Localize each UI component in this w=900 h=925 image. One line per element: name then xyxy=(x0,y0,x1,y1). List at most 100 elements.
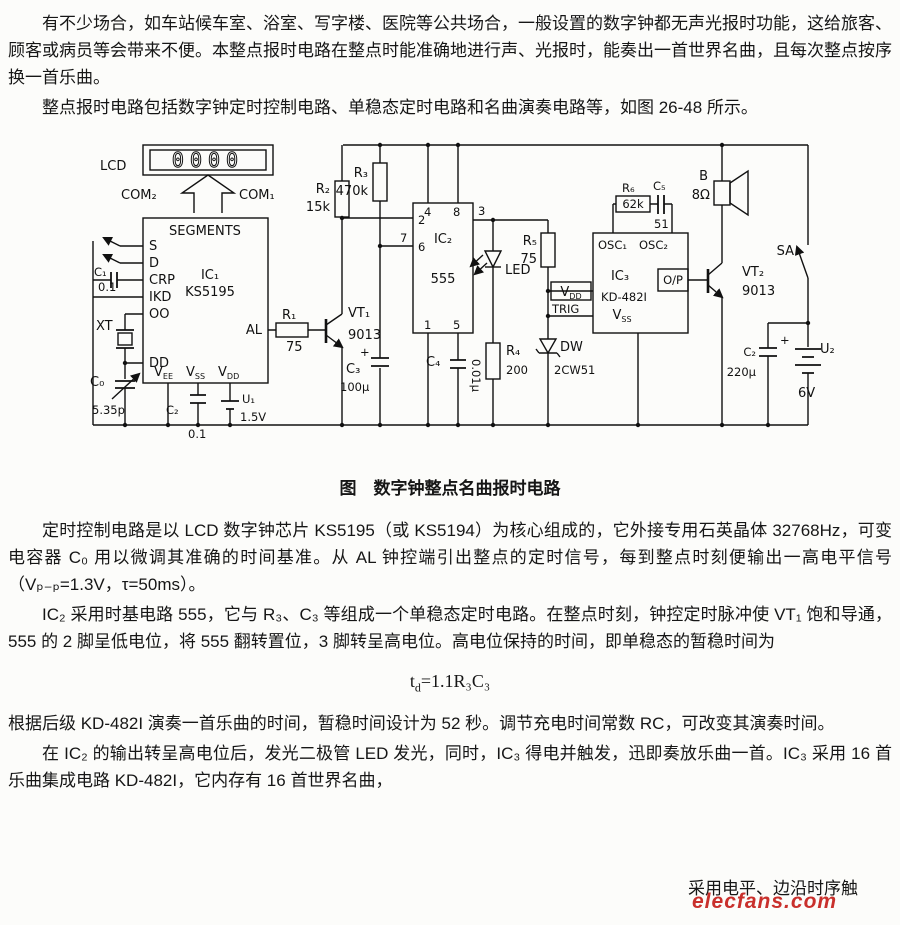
r3-value: 470k xyxy=(336,184,369,199)
switch-d-blade xyxy=(102,254,121,264)
paragraph-6: 在 IC₂ 的输出转呈高电位后，发光二极管 LED 发光，同时，IC₃ 得电并触… xyxy=(8,743,892,790)
sa-label: SA xyxy=(777,244,794,259)
pin-vss: VSS xyxy=(186,365,205,381)
ic1-name: IC₁ xyxy=(201,268,219,283)
ic2-pin5: 5 xyxy=(453,318,460,332)
r1-value: 75 xyxy=(286,340,303,355)
arrows xyxy=(102,237,809,400)
c1-label: C₁ xyxy=(94,265,107,279)
circuit-wires xyxy=(92,144,809,426)
dw-part: 2CW51 xyxy=(554,363,595,377)
com2-label: COM₂ xyxy=(121,188,157,203)
c3-label: C₃ xyxy=(346,362,360,377)
junction-dots xyxy=(122,142,811,428)
u1-label: U₁ xyxy=(242,392,255,406)
crystal-xt xyxy=(117,332,133,346)
led-ray-1 xyxy=(469,254,484,268)
pin-al: AL xyxy=(246,323,263,338)
ic3-op-pin: O/P xyxy=(663,273,683,287)
resistor-r6 xyxy=(615,195,651,213)
c2b-value: 220μ xyxy=(727,365,757,379)
lcd-label: LCD xyxy=(100,159,126,174)
lcd-display-inner xyxy=(149,149,267,171)
pin-s: S xyxy=(149,239,157,254)
ic2-pin4: 4 xyxy=(424,205,431,219)
c0-trim-arrow xyxy=(111,372,141,400)
ic2-name: IC₂ xyxy=(434,232,452,247)
c2a-label: C₂ xyxy=(166,403,179,417)
segments-label: SEGMENTS xyxy=(169,224,241,239)
ic1-part: KS5195 xyxy=(185,285,235,300)
pin-crp: CRP xyxy=(149,273,175,288)
c0-label: C₀ xyxy=(90,375,104,390)
ic3-vss-pin: VSS xyxy=(612,308,631,324)
r2-label: R₂ xyxy=(316,182,330,197)
speaker-label: B xyxy=(699,169,708,184)
formula-base: t xyxy=(409,671,415,691)
speaker-icon xyxy=(713,180,731,206)
c1-value: 0.1 xyxy=(98,280,116,294)
switch-sa-blade xyxy=(794,245,809,279)
vt2-emitter xyxy=(707,284,724,299)
pin-vee: VEE xyxy=(154,365,173,381)
lcd-connector-arrow xyxy=(179,174,237,213)
c5-value: 51 xyxy=(654,217,669,231)
c0-value: 5.35p xyxy=(92,403,125,417)
ic3-name: IC₃ xyxy=(611,269,629,284)
ic2-part: 555 xyxy=(431,272,456,287)
overlapping-scan-text: 采用电平、边沿时序触 xyxy=(688,879,858,898)
r1-label: R₁ xyxy=(282,308,296,323)
pin-d: D xyxy=(149,256,159,271)
led-label: LED xyxy=(505,263,530,278)
c3-value: 100μ xyxy=(340,380,370,394)
paragraph-1: 有不少场合，如车站候车室、浴室、写字楼、医院等公共场合，一般设置的数字钟都无声光… xyxy=(8,14,892,87)
xt-label: XT xyxy=(96,319,113,334)
ic2-pin1: 1 xyxy=(424,318,431,332)
switch-s-blade xyxy=(102,237,121,247)
pin-vdd: VDD xyxy=(218,365,239,381)
zener-bar xyxy=(535,348,561,358)
dw-label: DW xyxy=(560,340,583,355)
ic1-chip xyxy=(142,217,269,384)
ic2-pin2: 2 xyxy=(418,213,425,227)
paragraph-5: 根据后级 KD-482I 演奏一首乐曲的时间，暂稳时间设计为 52 秒。调节充电… xyxy=(8,713,835,733)
paragraph-4: IC₂ 采用时基电路 555，它与 R₃、C₃ 等组成一个单稳态定时电路。在整点… xyxy=(8,605,892,651)
plates xyxy=(110,195,821,410)
op-pin-box xyxy=(657,268,689,292)
ic3-trig-pin: TRIG xyxy=(551,302,579,316)
resistor-r3 xyxy=(372,162,388,202)
r4-label: R₄ xyxy=(506,344,520,359)
paragraph-2: 整点报时电路包括数字钟定时控制电路、单稳态定时电路和名曲演奏电路等，如图 26-… xyxy=(42,98,758,117)
u2-value: 6V xyxy=(798,386,815,401)
pin-ikd: IKD xyxy=(149,290,171,305)
c4-value: 0.01μ xyxy=(469,359,483,393)
c3-plus: + xyxy=(360,345,370,359)
vt1-emitter xyxy=(325,334,344,349)
led-icon xyxy=(483,250,503,269)
formula: td=1.1R₃C₃ xyxy=(8,671,892,696)
circuit-figure: LCD 0000 COM₂ COM₁ SEGMENTS S D CRP IKD … xyxy=(8,133,892,468)
resistor-r4 xyxy=(485,342,501,380)
vt1-part: 9013 xyxy=(348,328,381,343)
resistor-r5 xyxy=(540,232,556,268)
u1-value: 1.5V xyxy=(240,410,266,424)
u2-label: U₂ xyxy=(820,342,835,357)
zener-dw-icon xyxy=(538,338,558,355)
circuit-diagram: LCD 0000 COM₂ COM₁ SEGMENTS S D CRP IKD … xyxy=(90,142,835,441)
led-ray-2 xyxy=(473,262,488,276)
ic2-pin8: 8 xyxy=(453,205,460,219)
ic3-osc1: OSC₁ xyxy=(598,238,627,252)
com1-label: COM₁ xyxy=(239,188,275,203)
r6-label: R₆ xyxy=(622,181,635,195)
page: 有不少场合，如车站候车室、浴室、写字楼、医院等公共场合，一般设置的数字钟都无声光… xyxy=(8,14,892,790)
pin-dd: DD xyxy=(149,356,169,371)
formula-rest: =1.1R₃C₃ xyxy=(420,671,491,691)
ic2-pin6: 6 xyxy=(418,240,425,254)
vt2-label: VT₂ xyxy=(742,265,764,280)
r4-value: 200 xyxy=(506,363,528,377)
lcd-digits: 0000 xyxy=(172,148,244,172)
ic2-chip xyxy=(412,202,474,334)
speaker-cone xyxy=(729,169,749,217)
ic2-pin7: 7 xyxy=(400,231,407,245)
c4-label: C₄ xyxy=(426,355,440,370)
